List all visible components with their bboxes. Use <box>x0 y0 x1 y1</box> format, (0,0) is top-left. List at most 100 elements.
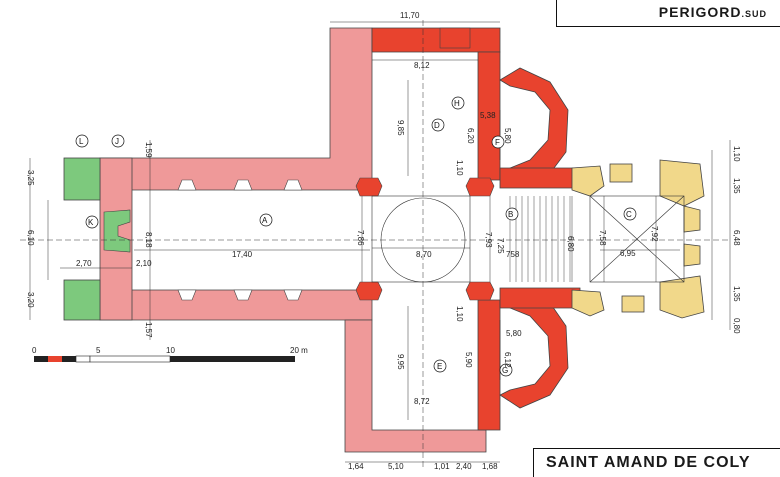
room-label-e: E <box>437 362 442 371</box>
room-label-f: F <box>495 138 500 147</box>
buttress-s2 <box>233 289 253 301</box>
dim-6-48: 6,48 <box>732 230 741 246</box>
south-transept-wall <box>344 319 487 453</box>
choir-south-wall <box>499 287 581 309</box>
dim-1-64: 1,64 <box>348 462 364 471</box>
region-title: PERIGORD.SUD <box>659 4 767 20</box>
nave-north-wall <box>99 27 373 191</box>
dim-7-25: 7,25 <box>496 238 505 254</box>
room-label-b: B <box>508 210 513 219</box>
dim-5-90: 5,90 <box>464 352 473 368</box>
dim-1-01: 1,01 <box>434 462 450 471</box>
room-label-k: K <box>88 218 94 227</box>
dim-2-70: 2,70 <box>76 259 92 268</box>
scale-label-20: 20 m <box>290 346 308 355</box>
crossing-piers <box>355 27 495 301</box>
scale-label-0: 0 <box>32 346 37 355</box>
dimension-lines <box>20 20 731 470</box>
dim-8-70: 8,70 <box>416 250 432 259</box>
dim-758-mid: 758 <box>506 250 520 259</box>
buttress-n1 <box>177 179 197 191</box>
dim-7-93: 7,93 <box>484 232 493 248</box>
south-transept-east <box>477 299 501 431</box>
east-bay <box>571 159 705 319</box>
south-apse <box>499 293 569 409</box>
church-name: SAINT AMAND DE COLY <box>546 454 751 471</box>
dim-6-95: 6,95 <box>620 249 636 258</box>
east-n-top <box>609 163 633 183</box>
scale-label-5: 5 <box>96 346 101 355</box>
dim-5-38: 5,38 <box>480 111 496 120</box>
scale-bar: 0 5 10 20 m <box>32 346 308 363</box>
dim-2-40: 2,40 <box>456 462 472 471</box>
scale-label-10: 10 <box>166 346 175 355</box>
dim-6-20: 6,20 <box>466 128 475 144</box>
west-porch <box>63 157 131 321</box>
dim-0-80: 0,80 <box>732 318 741 334</box>
transept-walls <box>371 27 581 431</box>
pier-ne <box>465 177 495 197</box>
east-s-pier <box>571 289 605 317</box>
choir-north-wall <box>499 167 581 189</box>
dim-8-18: 8,18 <box>144 232 153 248</box>
dim-7-58: 7,58 <box>598 230 607 246</box>
nave-walls <box>99 27 487 453</box>
room-label-a: A <box>262 216 268 225</box>
buttress-n2 <box>233 179 253 191</box>
room-label-h: H <box>454 99 460 108</box>
dim-1-10-top: 1,10 <box>455 160 464 176</box>
porch-south-block <box>63 279 101 321</box>
church-title-box: SAINT AMAND DE COLY <box>533 448 780 477</box>
pier-sw <box>355 281 383 301</box>
region-name: PERIGORD <box>658 4 742 20</box>
room-label-l: L <box>79 137 84 146</box>
east-wall-1 <box>683 205 701 233</box>
dim-1-35-bottom: 1,35 <box>732 286 741 302</box>
dim-1-35: 1,35 <box>732 178 741 194</box>
north-transept-top <box>371 27 501 53</box>
dim-8-72: 8,72 <box>414 397 430 406</box>
region-suffix: .SUD <box>741 9 767 19</box>
choir-steps <box>509 196 571 282</box>
dim-6-10: 6,10 <box>26 230 35 246</box>
room-label-j: J <box>115 137 119 146</box>
dim-7-86: 7,86 <box>356 230 365 246</box>
dim-1-10-bottom: 1,10 <box>455 306 464 322</box>
region-title-box: PERIGORD.SUD <box>556 0 780 27</box>
pier-top-n <box>439 27 471 49</box>
dim-7-92: 7,92 <box>650 226 659 242</box>
room-label-g: G <box>502 366 508 375</box>
vault-diag-2 <box>589 195 685 283</box>
dim-17-40: 17,40 <box>232 250 253 259</box>
dim-1-10-right: 1,10 <box>732 146 741 162</box>
room-label-c: C <box>626 210 632 219</box>
dim-5-80-bottom: 5,80 <box>506 329 522 338</box>
vaulting <box>371 195 685 283</box>
buttress-s1 <box>177 289 197 301</box>
dim-5-10: 5,10 <box>388 462 404 471</box>
dim-3-20: 3,20 <box>26 292 35 308</box>
pier-nw <box>355 177 383 197</box>
dim-1-59: 1,59 <box>144 142 153 158</box>
east-bay-square <box>589 195 685 283</box>
east-s-bottom <box>621 295 645 313</box>
porch-stairs <box>103 209 131 253</box>
nave-buttresses <box>177 179 303 301</box>
dim-2-10: 2,10 <box>136 259 152 268</box>
buttress-s3 <box>283 289 303 301</box>
room-label-text: A B C D E F G H J K L <box>79 99 632 375</box>
dim-6-80: 6,80 <box>566 236 575 252</box>
pier-se <box>465 281 495 301</box>
dim-1-68: 1,68 <box>482 462 498 471</box>
porch-north-block <box>63 157 101 201</box>
dim-9-95: 9,95 <box>396 354 405 370</box>
buttress-n3 <box>283 179 303 191</box>
east-se-block <box>659 275 705 319</box>
crossing-square <box>371 195 471 283</box>
room-label-d: D <box>434 121 440 130</box>
dim-5-80-top: 5,80 <box>503 128 512 144</box>
dimension-labels: 11,70 8,12 9,85 6,20 5,38 5,80 1,10 1,59… <box>26 11 741 471</box>
east-n-pier <box>571 165 605 197</box>
